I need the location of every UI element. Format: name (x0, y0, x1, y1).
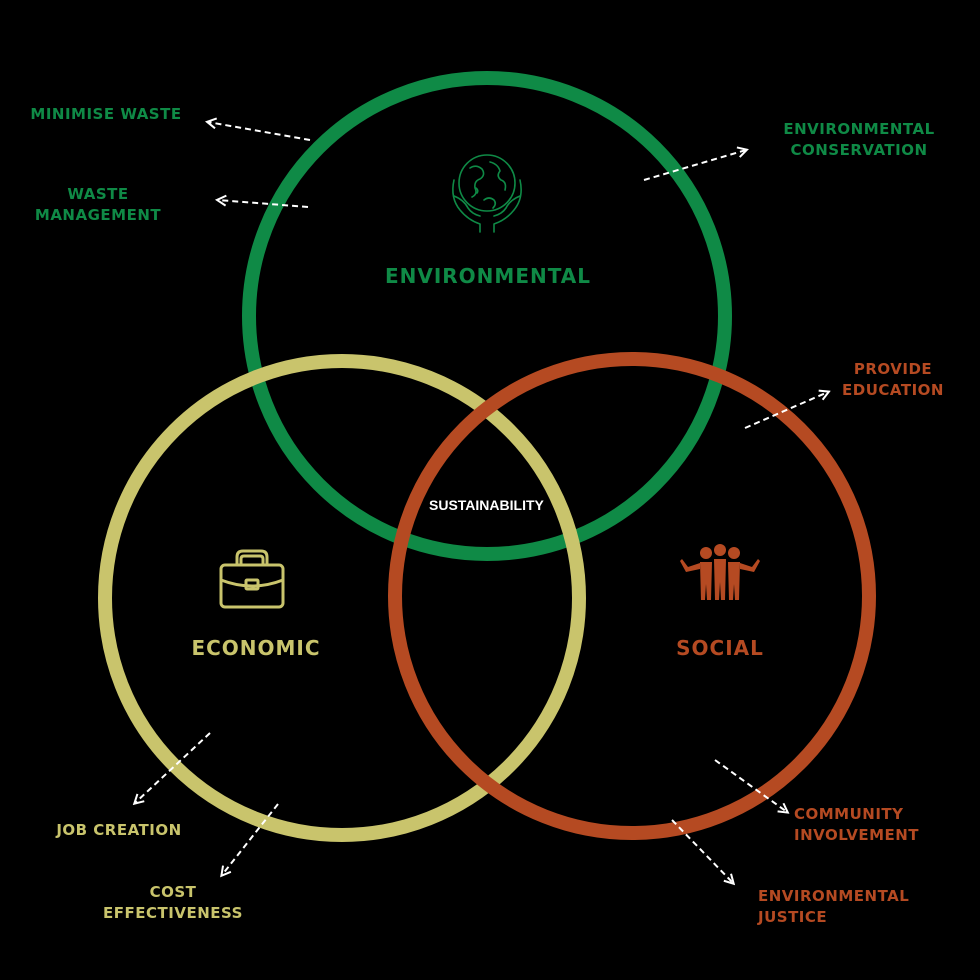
item-cost-effectiveness: COST EFFECTIVENESS (103, 883, 243, 922)
economic-circle (98, 354, 586, 842)
environmental-circle (242, 71, 732, 561)
social-circle (388, 352, 876, 840)
arrow-minimise-waste (208, 122, 311, 141)
item-waste-management: WASTE MANAGEMENT (34, 185, 162, 224)
economic-title: ECONOMIC (191, 636, 321, 660)
arrow-job-creation (135, 732, 211, 803)
environmental-title: ENVIRONMENTAL (384, 264, 592, 288)
social-title: SOCIAL (676, 636, 764, 660)
arrow-community-involvement (714, 759, 787, 812)
arrow-waste-management (218, 200, 309, 208)
item-environmental-conservation: ENVIRONMENTAL CONSERVATION (783, 120, 935, 159)
item-community-involvement: COMMUNITY INVOLVEMENT (794, 805, 920, 844)
center-label: SUSTAINABILITY (429, 497, 544, 513)
globe-in-hands-icon (452, 154, 522, 233)
item-job-creation: JOB CREATION (56, 821, 182, 839)
arrow-provide-education (744, 392, 828, 429)
item-provide-education: PROVIDE EDUCATION (842, 360, 944, 399)
arrow-cost-effectiveness (222, 803, 279, 875)
people-group-icon (680, 544, 760, 600)
briefcase-icon (219, 549, 285, 609)
item-environmental-justice: ENVIRONMENTAL JUSTICE (758, 887, 910, 926)
arrow-environmental-justice (671, 819, 733, 883)
item-minimise-waste: MINIMISE WASTE (30, 105, 182, 123)
arrow-environmental-conservation (643, 150, 746, 181)
